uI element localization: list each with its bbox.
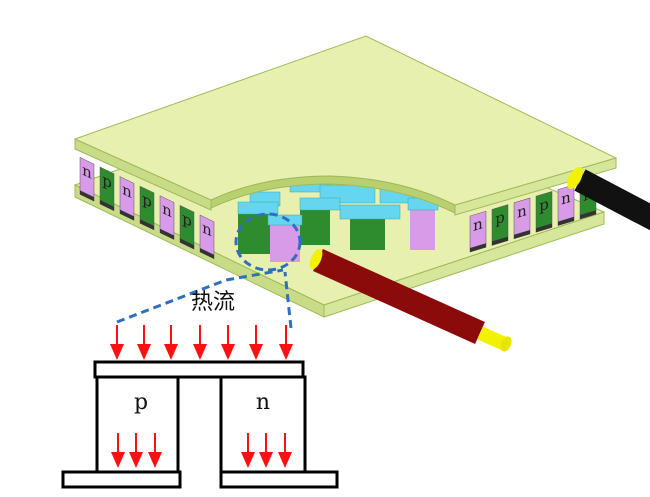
right-leg-n: n xyxy=(513,197,531,240)
left-leg-p: p xyxy=(99,166,115,212)
leg-label: n xyxy=(473,214,483,235)
arrow-down-icon xyxy=(137,325,151,360)
arrow-down-icon xyxy=(164,325,178,360)
arrow-down-icon xyxy=(241,433,255,468)
left-leg-n: n xyxy=(159,195,175,240)
n-type-label: n xyxy=(256,390,270,415)
arrow-down-icon xyxy=(259,433,273,468)
bottom-electrode-left xyxy=(61,470,182,489)
left-leg-n: n xyxy=(199,214,215,260)
leg-label: p xyxy=(182,208,192,231)
arrow-down-icon xyxy=(129,433,143,468)
top-electrode xyxy=(93,360,305,379)
arrow-down-icon xyxy=(278,433,292,468)
leg-label: p xyxy=(539,195,549,216)
top-plate xyxy=(73,35,618,216)
leg-label: p xyxy=(142,189,152,212)
pn-schematic xyxy=(61,360,339,489)
magnify-callout xyxy=(116,212,302,329)
right-leg-n: n xyxy=(557,184,575,226)
left-leg-p: p xyxy=(179,205,195,250)
arrow-down-icon xyxy=(221,325,235,360)
leg-label: n xyxy=(162,199,172,222)
black-wire xyxy=(567,167,650,231)
leg-label: n xyxy=(517,201,527,222)
right-leg-n: n xyxy=(469,210,487,253)
p-type-label: p xyxy=(134,390,148,415)
bottom-electrode-right xyxy=(219,470,339,489)
right-leg-p: p xyxy=(535,191,553,233)
arrow-down-icon xyxy=(279,325,293,360)
arrow-down-icon xyxy=(249,325,263,360)
right-leg-p: p xyxy=(491,204,509,246)
leg-label: n xyxy=(561,188,571,209)
leg-label: n xyxy=(82,160,92,183)
leg-label: p xyxy=(495,208,505,229)
leg-label: n xyxy=(122,179,132,202)
heat-flow-label: 热流 xyxy=(191,290,235,315)
left-leg-n: n xyxy=(119,176,135,221)
heat-flow-arrows xyxy=(110,325,293,468)
arrow-down-icon xyxy=(193,325,207,360)
leg-label: p xyxy=(102,170,112,193)
red-wire xyxy=(309,248,512,352)
left-leg-n: n xyxy=(79,157,95,202)
arrow-down-icon xyxy=(148,433,162,468)
left-leg-p: p xyxy=(139,185,155,231)
leg-label: n xyxy=(202,218,212,241)
arrow-down-icon xyxy=(111,433,125,468)
arrow-down-icon xyxy=(110,325,124,360)
wire-tip xyxy=(500,336,512,352)
